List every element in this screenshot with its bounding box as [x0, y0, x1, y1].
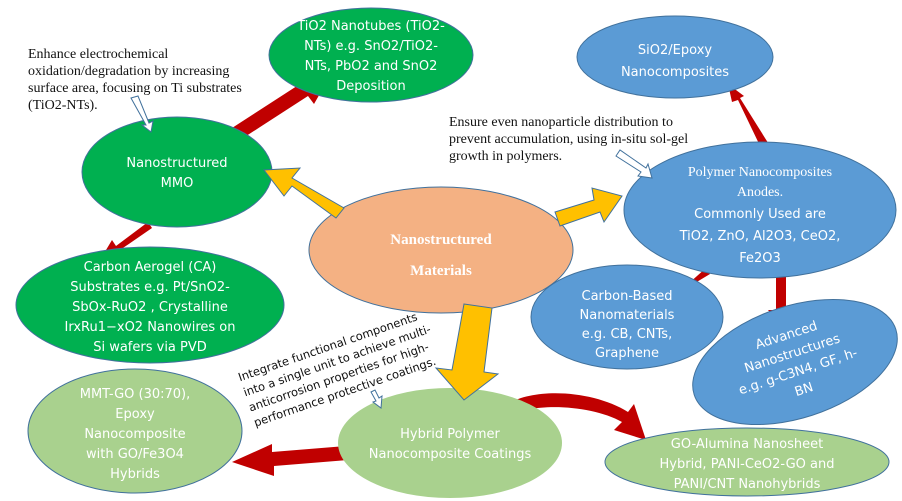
node-advanced: Advanced Nanostructures e.g. g-C3N4, GF,…: [692, 298, 898, 426]
node-mmt-line-3: with GO/Fe3O4: [86, 447, 184, 462]
note-polymer-line-0: Ensure even nanoparticle distribution to: [449, 115, 673, 130]
node-ca-line-3: IrxRu1−xO2 Nanowires on: [65, 320, 236, 335]
node-carbon-based: Carbon-Based Nanomaterials e.g. CB, CNTs…: [530, 264, 724, 370]
node-mmt-go: MMT-GO (30:70), Epoxy Nanocomposite with…: [27, 368, 243, 494]
arrow-center-to-hybrid: [434, 303, 500, 401]
node-adv-line-3: BN: [793, 380, 815, 400]
center-line-1: Nanostructured: [390, 232, 492, 248]
arrow-polymer-to-sio2: [728, 84, 770, 150]
node-tio2-line-1: NTs) e.g. SnO2/TiO2-: [304, 39, 438, 54]
node-carbon-aerogel: Carbon Aerogel (CA) Substrates e.g. Pt/S…: [15, 246, 285, 364]
callout-arrow-hybrid: [370, 389, 383, 409]
note-mmo-line-0: Enhance electrochemical: [28, 47, 169, 62]
node-cb-line-0: Carbon-Based: [582, 289, 673, 304]
node-sio2-line-0: SiO2/Epoxy: [638, 43, 712, 58]
node-polymer-line-4: Fe2O3: [739, 251, 781, 266]
note-polymer-line-2: growth in polymers.: [449, 149, 563, 164]
node-ca-line-4: Si wafers via PVD: [93, 340, 207, 355]
node-mmo-line-1: MMO: [161, 176, 194, 191]
node-polymer-line-2: Commonly Used are: [694, 207, 826, 222]
note-mmo-line-2-text: surface area, focusing on Ti substrates: [28, 81, 242, 96]
node-mmo-line-0: Nanostructured: [126, 156, 227, 171]
node-goa-line-1: Hybrid, PANI-CeO2-GO and: [660, 457, 835, 472]
node-goa-line-2: PANI/CNT Nanohybrids: [674, 477, 821, 492]
node-mmt-line-4: Hybrids: [110, 467, 160, 482]
node-peach-center: Nanostructured Materials: [308, 186, 574, 314]
node-tio2-nanotubes: TiO2 Nanotubes (TiO2- NTs) e.g. SnO2/TiO…: [268, 7, 474, 103]
node-hybrid-line-1: Nanocomposite Coatings: [369, 447, 532, 462]
node-ca-line-0: Carbon Aerogel (CA): [84, 260, 217, 275]
node-nanostructured-mmo: Nanostructured MMO: [81, 116, 273, 228]
arrow-center-to-polymer: [554, 187, 623, 227]
node-hybrid-line-0: Hybrid Polymer: [400, 427, 500, 442]
note-mmo: Enhance electrochemical oxidation/degrad…: [28, 46, 242, 114]
note-polymer-line-1: prevent accumulation, using in-situ sol-…: [449, 132, 689, 147]
node-sio2-epoxy: SiO2/Epoxy Nanocomposites: [576, 15, 774, 99]
node-ca-line-1: Substrates e.g. Pt/SnO2-: [70, 280, 230, 295]
node-tio2-line-3: Deposition: [336, 79, 406, 94]
node-hybrid-coatings: Hybrid Polymer Nanocomposite Coatings: [338, 388, 562, 498]
node-polymer-line-3: TiO2, ZnO, Al2O3, CeO2,: [679, 229, 841, 244]
node-polymer-line-1: Anodes.: [737, 185, 783, 200]
note-mmo-line-1: oxidation/degradation by increasing: [28, 64, 230, 79]
node-polymer-anodes: Polymer Nanocomposites Anodes. Commonly …: [623, 141, 897, 279]
arrow-mmo-to-tio2: [232, 76, 330, 140]
callout-arrow-polymer: [615, 149, 653, 179]
node-cb-line-1: Nanomaterials: [580, 308, 675, 323]
note-mmo-line-3: (TiO2-NTs).: [28, 98, 98, 113]
node-sio2-line-1: Nanocomposites: [621, 65, 729, 80]
arrow-hybrid-to-go-alumina: [498, 393, 646, 440]
arrow-center-to-mmo: [263, 167, 345, 219]
center-line-2: Materials: [410, 263, 472, 279]
node-cb-line-3: Graphene: [595, 346, 659, 361]
node-goa-line-0: GO-Alumina Nanosheet: [671, 437, 823, 452]
note-polymer: Ensure even nanoparticle distribution to…: [449, 114, 688, 165]
node-mmt-line-1: Epoxy: [115, 407, 155, 422]
note-mmo-line-2: surface area, focusing on Ti substrates: [28, 80, 242, 97]
node-ca-line-2: SbOx-RuO2 , Crystalline: [72, 300, 228, 315]
callout-arrow-mmo: [130, 95, 154, 133]
node-mmt-line-0: MMT-GO (30:70),: [80, 387, 191, 402]
arrow-hybrid-to-mmt: [232, 444, 348, 476]
node-mmt-line-2: Nanocomposite: [84, 427, 185, 442]
node-tio2-line-0: TiO2 Nanotubes (TiO2-: [296, 19, 445, 34]
node-polymer-line-0: Polymer Nanocomposites: [688, 165, 832, 180]
node-go-alumina: GO-Alumina Nanosheet Hybrid, PANI-CeO2-G…: [604, 427, 890, 497]
node-cb-line-2: e.g. CB, CNTs,: [582, 327, 672, 342]
node-tio2-line-2: NTs, PbO2 and SnO2: [305, 59, 438, 74]
